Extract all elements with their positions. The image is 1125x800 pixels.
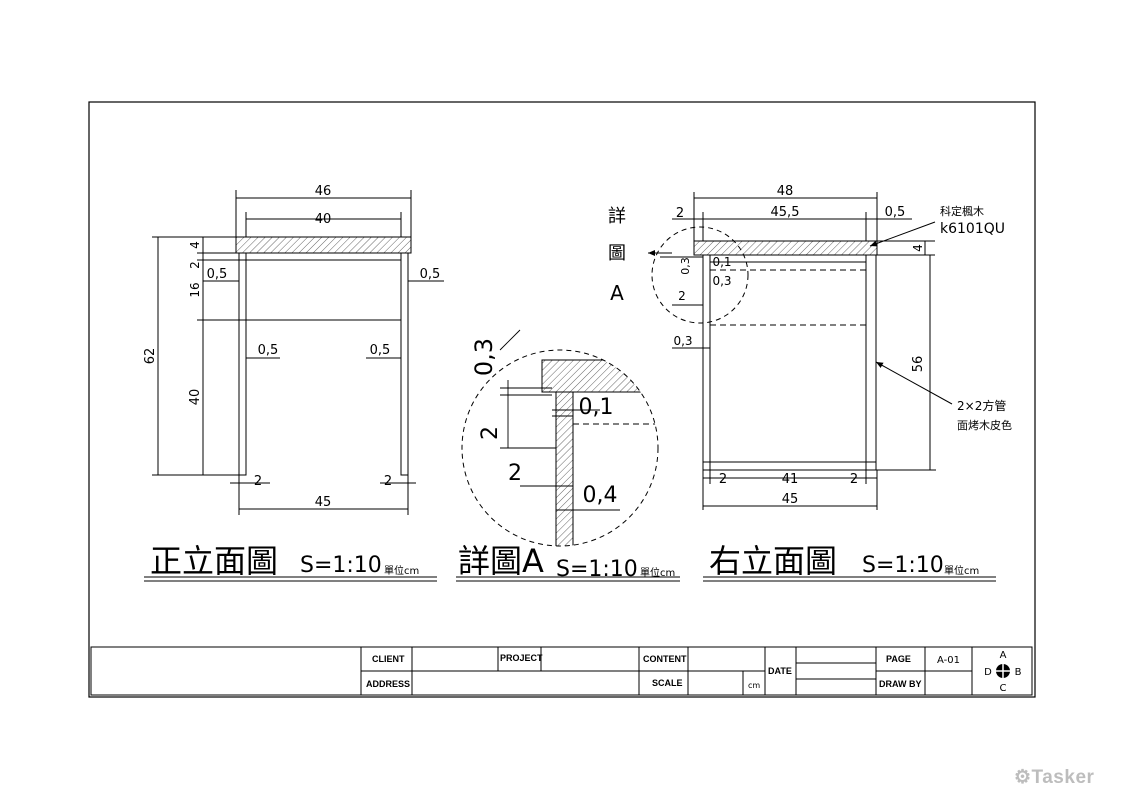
compass-s: C <box>1000 683 1007 694</box>
side-dim-right-05: 0,5 <box>885 205 906 220</box>
side-view-unit: 單位cm <box>944 564 979 577</box>
front-dim-40-leg: 40 <box>188 389 203 406</box>
watermark-logo-icon: ⚙ <box>1014 767 1032 788</box>
front-view-title: 正立面圖 <box>150 542 278 580</box>
front-dim-16: 16 <box>188 282 202 297</box>
detail-dim-03: 0,3 <box>470 338 498 376</box>
side-dim-03b: 0,3 <box>712 274 731 288</box>
tb-project-label: PROJECT <box>500 653 543 663</box>
front-dim-inner-right-05: 0,5 <box>370 343 391 358</box>
side-dim-455: 45,5 <box>771 205 800 220</box>
detail-view-title: 詳圖A <box>458 542 544 580</box>
front-right-leg <box>400 252 409 476</box>
detail-view-scale: S=1:10 <box>556 557 638 582</box>
detail-ref-char-1: 詳 <box>608 206 626 227</box>
side-view-scale: S=1:10 <box>862 553 944 578</box>
front-dim-4: 4 <box>188 241 202 249</box>
front-dim-right-05: 0,5 <box>420 267 441 282</box>
side-dim-2: 2 <box>678 289 686 303</box>
detail-dim-01: 0,1 <box>579 395 614 420</box>
watermark: ⚙Tasker <box>1014 766 1094 789</box>
detail-dim-2h: 2 <box>508 461 522 486</box>
side-dim-bottom-2b: 2 <box>850 472 858 487</box>
front-dim-left-05: 0,5 <box>207 267 228 282</box>
tb-client-label: CLIENT <box>372 654 405 664</box>
front-left-leg <box>238 252 247 476</box>
side-dim-bottom-41: 41 <box>782 472 799 487</box>
front-view-unit: 單位cm <box>384 564 419 577</box>
front-view <box>152 190 444 515</box>
side-dim-48: 48 <box>777 184 794 199</box>
title-block <box>90 646 1033 696</box>
side-dim-bottom-2a: 2 <box>719 472 727 487</box>
front-view-scale: S=1:10 <box>300 553 382 578</box>
side-tabletop <box>693 240 878 256</box>
side-right-leg <box>865 254 877 471</box>
note-code: k6101QU <box>940 221 1005 237</box>
front-dim-inner-left-05: 0,5 <box>258 343 279 358</box>
side-bottom-rail <box>702 461 877 471</box>
side-view <box>648 192 953 510</box>
front-dim-2: 2 <box>188 261 202 269</box>
tb-unit-label: cm <box>748 681 760 690</box>
detail-view-unit: 單位cm <box>640 566 675 579</box>
side-dim-03a: 0,3 <box>679 257 692 275</box>
detail-ref-char-2: 圖 <box>608 243 626 264</box>
front-tabletop <box>235 236 412 254</box>
tb-date-label: DATE <box>768 666 792 676</box>
compass-icon <box>996 664 1010 678</box>
side-dim-56: 56 <box>911 356 926 373</box>
side-dim-bottom-45: 45 <box>782 492 799 507</box>
compass-w: D <box>984 667 992 678</box>
detail-dim-04: 0,4 <box>583 483 618 508</box>
note-tube: 2×2方管 <box>957 398 1006 413</box>
detail-dim-2v: 2 <box>478 426 503 440</box>
detail-ref-char-3: A <box>610 281 624 305</box>
side-dim-03c: 0,3 <box>673 334 692 348</box>
tb-content-label: CONTENT <box>643 654 687 664</box>
front-dim-leg-left: 2 <box>254 474 262 489</box>
compass-e: B <box>1015 667 1022 678</box>
tb-page-value: A-01 <box>937 655 960 666</box>
sheet-border <box>88 101 1036 698</box>
front-dim-62: 62 <box>143 348 158 365</box>
side-left-leg <box>702 254 711 471</box>
tb-scale-label: SCALE <box>652 678 683 688</box>
note-finish: 面烤木皮色 <box>957 418 1012 432</box>
front-dim-45: 45 <box>315 495 332 510</box>
note-wood: 科定楓木 <box>940 204 984 218</box>
side-view-title: 右立面圖 <box>709 542 837 580</box>
tb-address-label: ADDRESS <box>366 679 410 689</box>
front-dim-40: 40 <box>315 212 332 227</box>
watermark-text: Tasker <box>1031 767 1095 788</box>
title-underlines <box>144 576 996 582</box>
front-dim-46: 46 <box>315 184 332 199</box>
side-dim-01: 0,1 <box>712 255 731 269</box>
side-dim-left-2: 2 <box>676 206 684 221</box>
front-apron <box>245 259 402 321</box>
side-dim-4: 4 <box>911 244 925 252</box>
front-dim-leg-right: 2 <box>384 474 392 489</box>
tb-page-label: PAGE <box>886 654 911 664</box>
tb-drawby-label: DRAW BY <box>879 679 922 689</box>
compass-n: A <box>1000 650 1007 661</box>
